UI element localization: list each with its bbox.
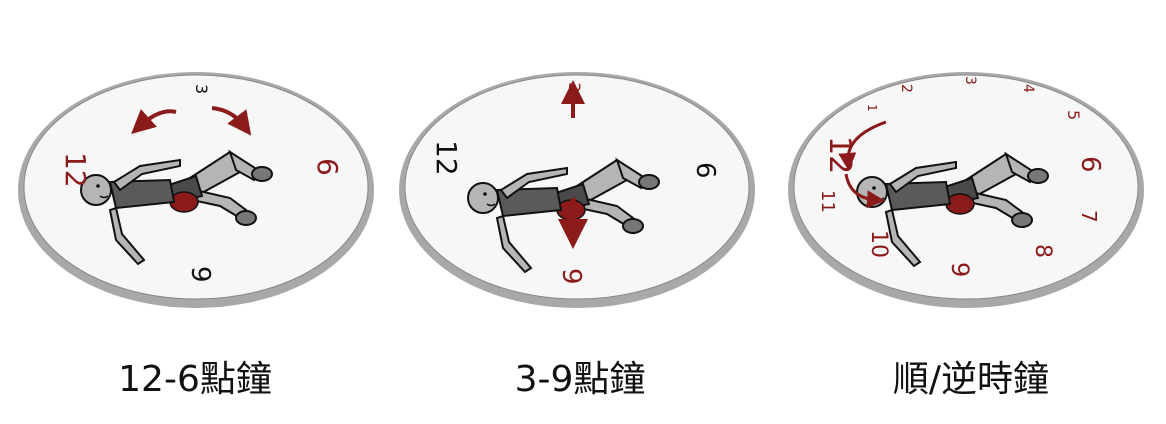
clock-number-2: 2 <box>898 84 914 93</box>
clock-plate-illustration: 12 6 3 9 <box>399 72 755 308</box>
clock-number-4: 4 <box>1020 84 1036 93</box>
clock-number-8: 8 <box>1030 244 1055 258</box>
caption-clockwise: 順/逆時鐘 <box>892 359 1050 400</box>
clock-number-6: 6 <box>311 158 344 176</box>
clock-number-5: 5 <box>1064 110 1083 120</box>
clock-number-6: 6 <box>690 162 720 179</box>
clock-number-6: 6 <box>1075 156 1105 173</box>
arrow-counterclockwise <box>838 120 887 171</box>
clock-number-3: 3 <box>192 84 211 94</box>
clock-number-7: 7 <box>1077 210 1101 223</box>
caption-3-9: 3-9點鐘 <box>514 359 646 400</box>
panel-12-6: 12 6 3 9 12-6點鐘 <box>0 0 390 424</box>
arrow-clockwise <box>844 173 885 209</box>
clock-number-9: 9 <box>556 268 586 285</box>
clock-plate-illustration: 12 1 2 3 4 5 6 7 8 9 10 11 <box>788 72 1144 308</box>
clock-number-12: 12 <box>430 140 463 176</box>
arrow-right <box>211 106 252 136</box>
clock-number-10: 10 <box>866 230 891 258</box>
clock-number-11: 11 <box>817 190 838 213</box>
clock-number-12: 12 <box>822 136 857 174</box>
clock-number-1: 1 <box>865 104 879 112</box>
caption-12-6: 12-6點鐘 <box>118 359 272 400</box>
clock-number-12: 12 <box>59 152 92 188</box>
panel-clockwise: 12 1 2 3 4 5 6 7 8 9 10 11 順/逆時鐘 <box>776 0 1166 424</box>
arrow-left <box>131 109 177 135</box>
clock-number-9: 9 <box>185 266 215 283</box>
clock-number-3: 3 <box>962 76 978 85</box>
panel-3-9: 12 6 3 9 3-9點鐘 <box>385 0 775 424</box>
clock-plate-illustration: 12 6 3 9 <box>18 72 374 308</box>
clock-number-9: 9 <box>946 262 974 277</box>
clock-number-3: 3 <box>565 82 584 92</box>
